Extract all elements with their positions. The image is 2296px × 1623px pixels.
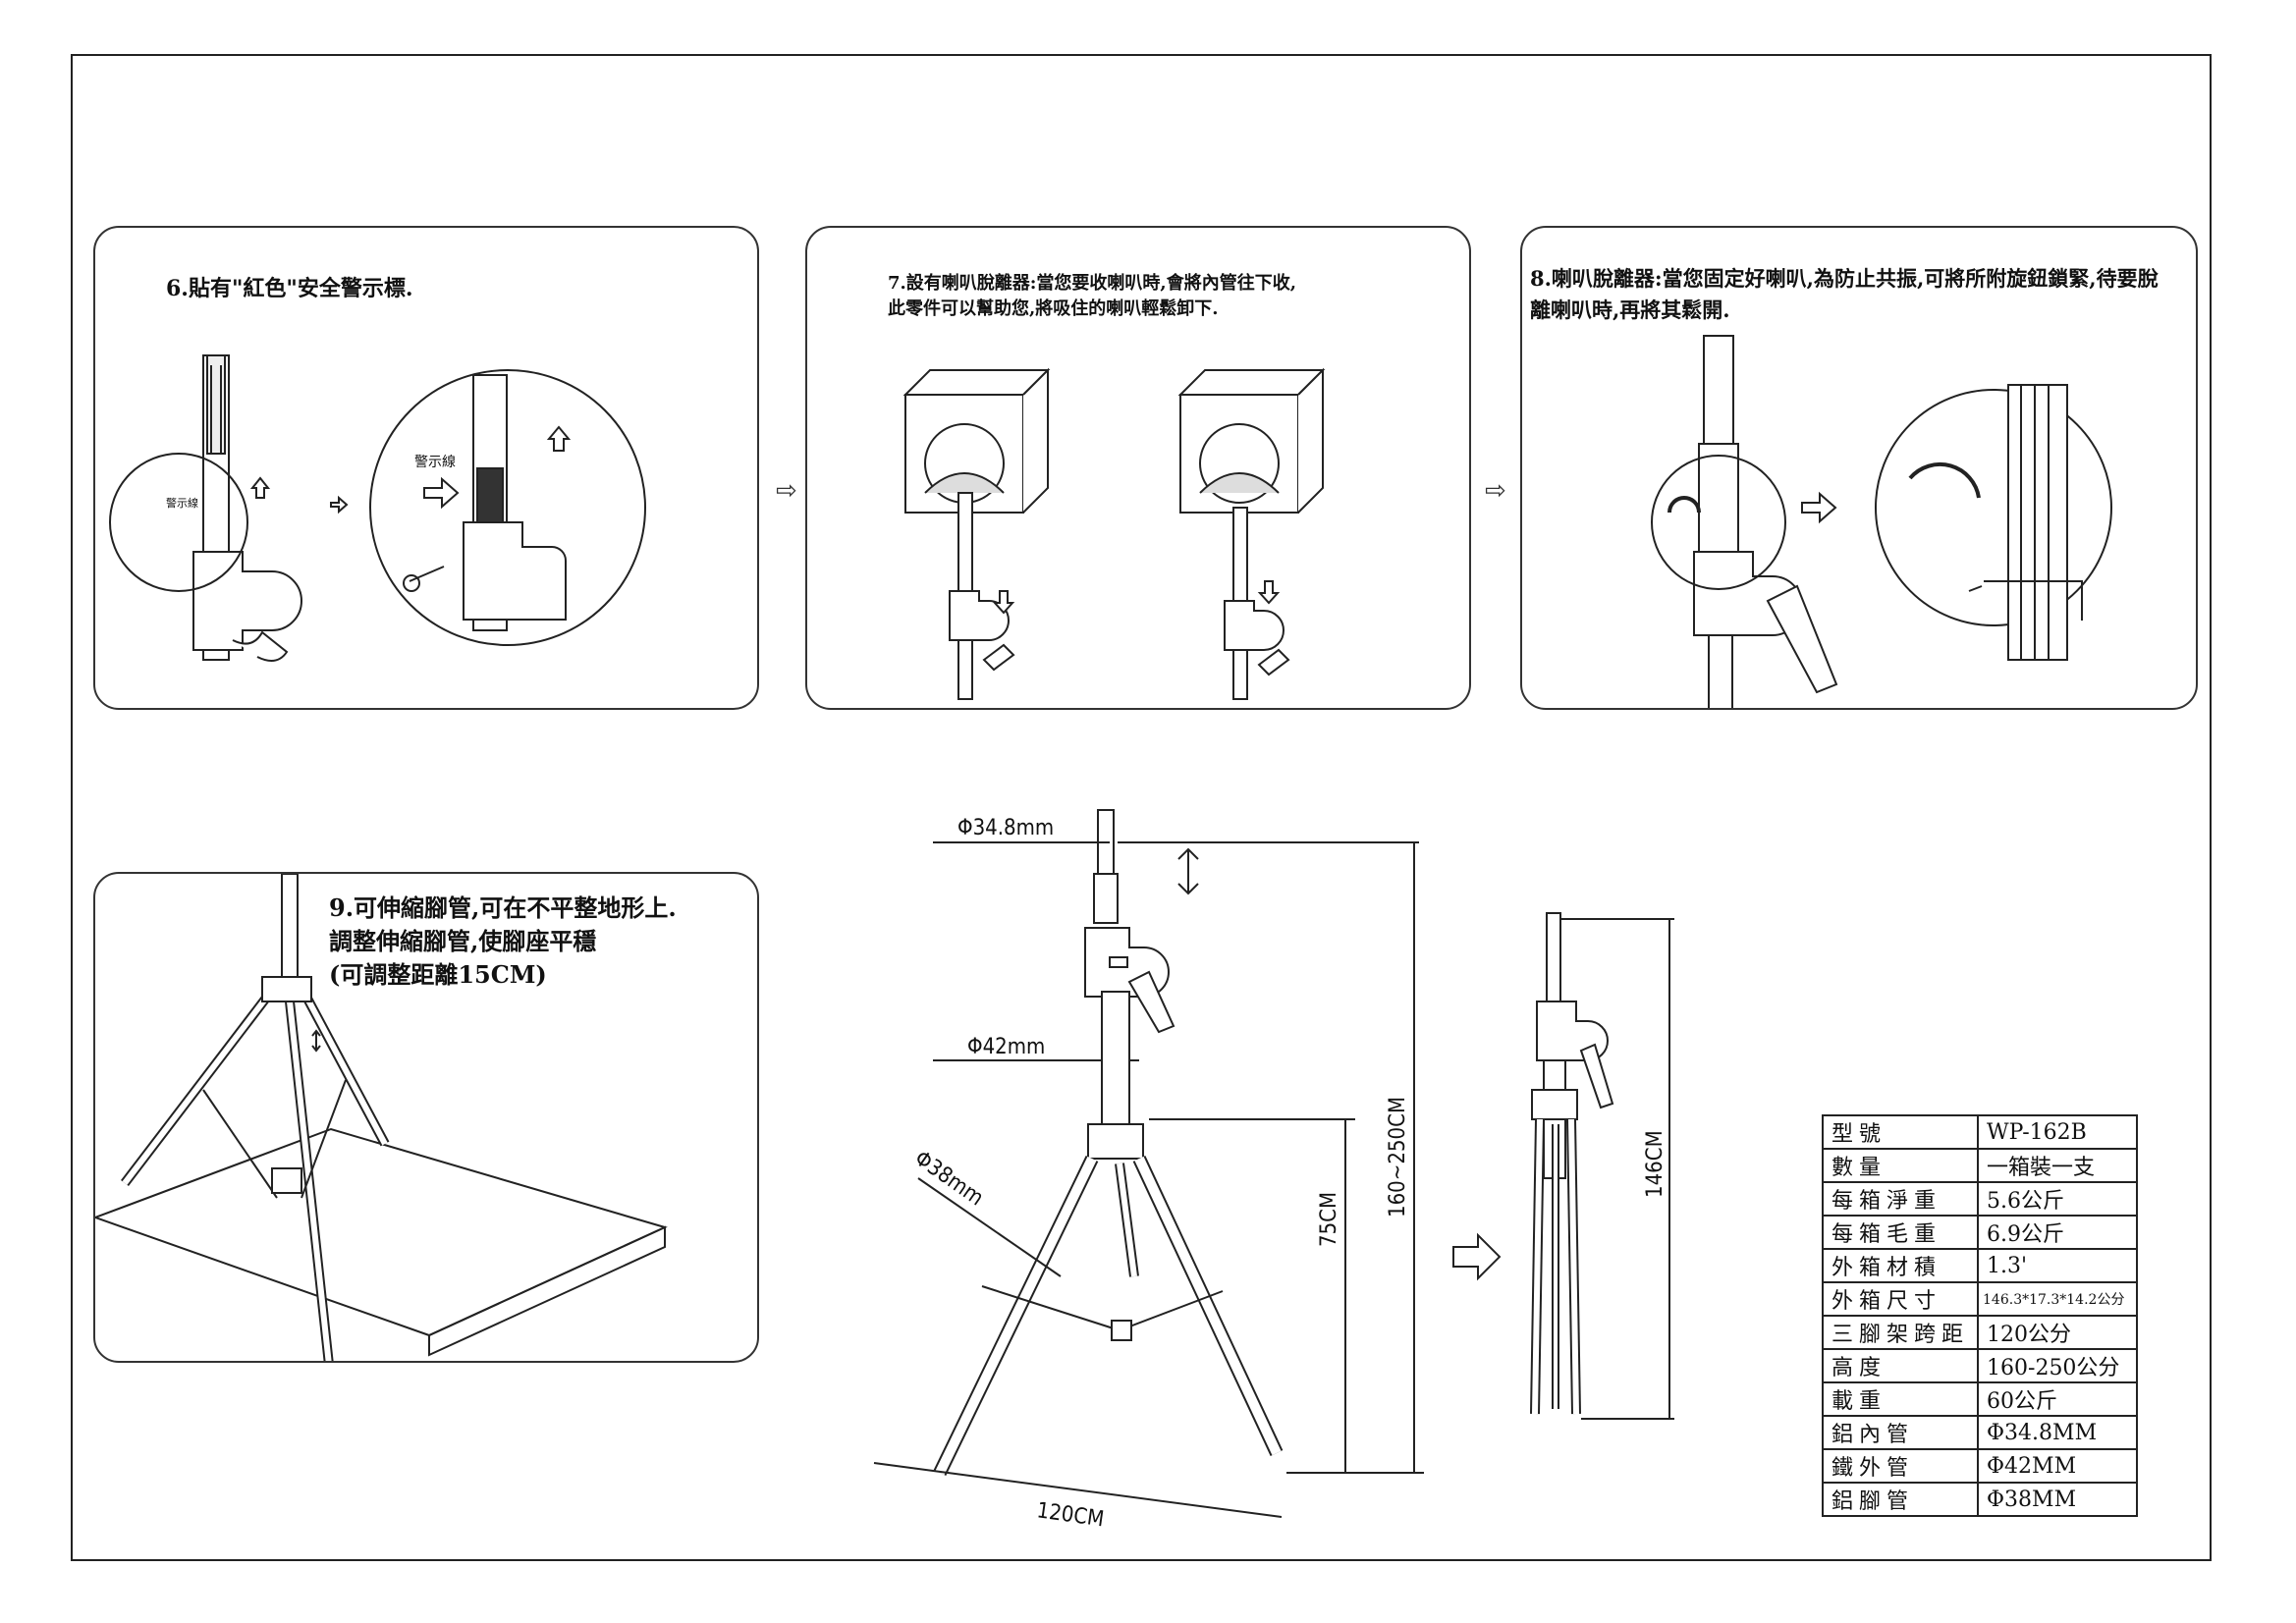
spec-value: Φ42MM bbox=[1977, 1448, 2139, 1484]
dim-folded-height: 146CM bbox=[1643, 1130, 1667, 1198]
spec-key: 鋁腳管 bbox=[1821, 1482, 1980, 1517]
tripod-dimension-drawing: Φ34.8mm Φ42mm Φ38mm 120CM 75CM 160~250CM bbox=[873, 809, 1424, 1533]
step-7-illustration bbox=[902, 367, 1326, 700]
spec-key: 鐵外管 bbox=[1821, 1448, 1980, 1484]
right-arrow-icon bbox=[1452, 1232, 1502, 1281]
up-arrow-icon bbox=[249, 425, 572, 499]
spec-value: 120公分 bbox=[1977, 1315, 2139, 1350]
panel-step-9: 9.可伸縮腳管,可在不平整地形上. 調整伸縮腳管,使腳座平穩 (可調整距離15C… bbox=[93, 872, 759, 1363]
updown-arrow-icon bbox=[311, 1029, 321, 1053]
step-8-illustration bbox=[1651, 335, 2112, 708]
folded-tripod-drawing: 146CM bbox=[1530, 912, 1674, 1420]
spec-key: 每箱毛重 bbox=[1821, 1215, 1980, 1250]
spec-value: 160-250公分 bbox=[1977, 1348, 2139, 1383]
right-arrow-icon bbox=[1801, 491, 1837, 524]
rotate-arrow-icon bbox=[1667, 461, 1981, 514]
warning-line-label-large: 警示線 bbox=[414, 455, 456, 470]
right-arrow-icon: ⇨ bbox=[1485, 476, 1506, 506]
step-6-illustration: 警示線 警示線 bbox=[109, 354, 646, 662]
spec-key: 三腳架跨距 bbox=[1821, 1315, 1980, 1350]
spec-value: 6.9公斤 bbox=[1977, 1215, 2139, 1250]
step-6-caption: 6.貼有"紅色"安全警示標. bbox=[166, 276, 413, 301]
down-arrow-icon bbox=[992, 580, 1281, 615]
spec-key: 每箱淨重 bbox=[1821, 1181, 1980, 1217]
spec-key: 載重 bbox=[1821, 1381, 1980, 1417]
spec-key: 高度 bbox=[1821, 1348, 1980, 1383]
dim-leg-tube: Φ38mm bbox=[910, 1146, 988, 1211]
spec-value: 5.6公斤 bbox=[1977, 1181, 2139, 1217]
spec-value: 60公斤 bbox=[1977, 1381, 2139, 1417]
step-9-illustration bbox=[95, 874, 668, 1361]
spec-value: 1.3' bbox=[1977, 1248, 2139, 1283]
step-9-caption: 9.可伸縮腳管,可在不平整地形上. 調整伸縮腳管,使腳座平穩 (可調整距離15C… bbox=[329, 893, 677, 989]
dim-outer-tube: Φ42mm bbox=[967, 1035, 1045, 1059]
spec-key: 鋁內管 bbox=[1821, 1415, 1980, 1450]
right-arrow-icon bbox=[330, 476, 460, 514]
spec-key: 型號 bbox=[1821, 1114, 1980, 1150]
spec-value: WP-162B bbox=[1977, 1114, 2139, 1150]
spec-key: 外箱尺寸 bbox=[1821, 1281, 1980, 1317]
spec-key: 數量 bbox=[1821, 1148, 1980, 1183]
right-arrow-icon: ⇨ bbox=[776, 476, 797, 506]
spec-key: 外箱材積 bbox=[1821, 1248, 1980, 1283]
spec-value: 146.3*17.3*14.2公分 bbox=[1977, 1281, 2139, 1317]
panel-step-7: 7.設有喇叭脫離器:當您要收喇叭時,會將內管往下收, 此零件可以幫助您,將吸住的… bbox=[805, 226, 1471, 710]
panel-step-6: 6.貼有"紅色"安全警示標. 警示線 警示線 bbox=[93, 226, 759, 710]
warning-line-label-small: 警示線 bbox=[166, 496, 198, 510]
step-7-caption: 7.設有喇叭脫離器:當您要收喇叭時,會將內管往下收, 此零件可以幫助您,將吸住的… bbox=[888, 273, 1296, 319]
spec-row: 數量一箱裝一支 bbox=[1821, 1148, 2139, 1183]
spec-value: 一箱裝一支 bbox=[1977, 1148, 2139, 1183]
drawing-sheet bbox=[71, 54, 2212, 1561]
panel-step-8: 8.喇叭脫離器:當您固定好喇叭,為防止共振,可將所附旋鈕鎖緊,待要脫 離喇叭時,… bbox=[1520, 226, 2198, 710]
spec-value: Φ34.8MM bbox=[1977, 1415, 2139, 1450]
dim-leg-height: 75CM bbox=[1317, 1192, 1341, 1247]
step-8-caption: 8.喇叭脫離器:當您固定好喇叭,為防止共振,可將所附旋鈕鎖緊,待要脫 離喇叭時,… bbox=[1530, 266, 2159, 322]
dim-inner-tube: Φ34.8mm bbox=[957, 816, 1054, 840]
spec-value: Φ38MM bbox=[1977, 1482, 2139, 1517]
dim-height-range: 160~250CM bbox=[1386, 1097, 1410, 1217]
dim-span: 120CM bbox=[1035, 1498, 1105, 1532]
